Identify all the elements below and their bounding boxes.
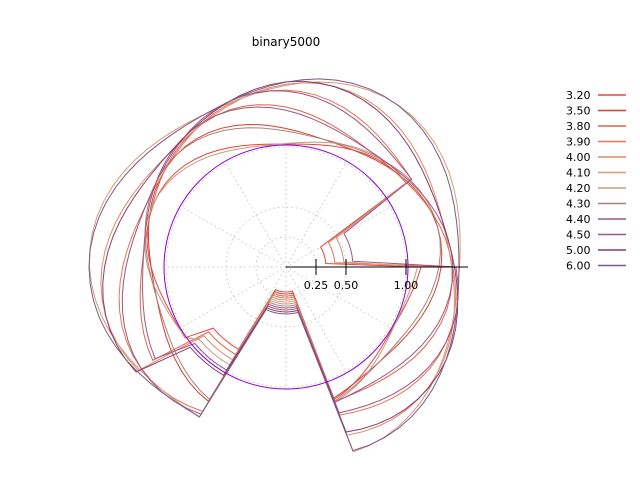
series-line-4.20 [143, 141, 419, 403]
curve-layer [88, 78, 461, 453]
grid-spoke [285, 162, 347, 268]
legend-label-3.80: 3.80 [566, 120, 591, 133]
legend-label-4.10: 4.10 [566, 167, 591, 180]
chart-title: binary5000 [252, 35, 320, 49]
legend-label-3.50: 3.50 [566, 105, 591, 118]
radial-tick-label: 0.25 [304, 279, 329, 292]
legend-label-4.50: 4.50 [566, 229, 591, 242]
series-line-4.50 [121, 90, 459, 415]
grid-spoke [285, 266, 347, 372]
series-line-4.30 [144, 127, 441, 402]
legend: 3.20 3.50 3.80 3.90 4.00 4.10 4.20 4.30 4.40 4.50… [566, 89, 626, 273]
grid-spoke [225, 162, 287, 268]
legend-label-4.40: 4.40 [566, 213, 591, 226]
series-line-4.40 [142, 106, 454, 403]
grid-spoke [181, 206, 287, 268]
legend-label-3.90: 3.90 [566, 136, 591, 149]
series-line-5.00 [102, 80, 459, 433]
series-line-3.80 [139, 104, 453, 403]
grid-spoke [181, 266, 287, 328]
radial-tick-label: 1.00 [394, 279, 419, 292]
series-line-3.90 [118, 89, 457, 416]
radial-axis: 0.25 0.50 1.00 [286, 259, 468, 292]
series-line-4.00 [100, 82, 456, 436]
legend-label-4.00: 4.00 [566, 151, 591, 164]
series-line-6.00 [88, 78, 460, 452]
legend-label-4.20: 4.20 [566, 182, 591, 195]
radial-tick-label: 0.50 [334, 279, 359, 292]
legend-label-6.00: 6.00 [566, 260, 591, 273]
series-line-3.50 [147, 123, 443, 403]
legend-label-4.30: 4.30 [566, 198, 591, 211]
legend-label-5.00: 5.00 [566, 244, 591, 257]
legend-label-3.20: 3.20 [566, 89, 591, 102]
grid-spoke [285, 266, 391, 328]
